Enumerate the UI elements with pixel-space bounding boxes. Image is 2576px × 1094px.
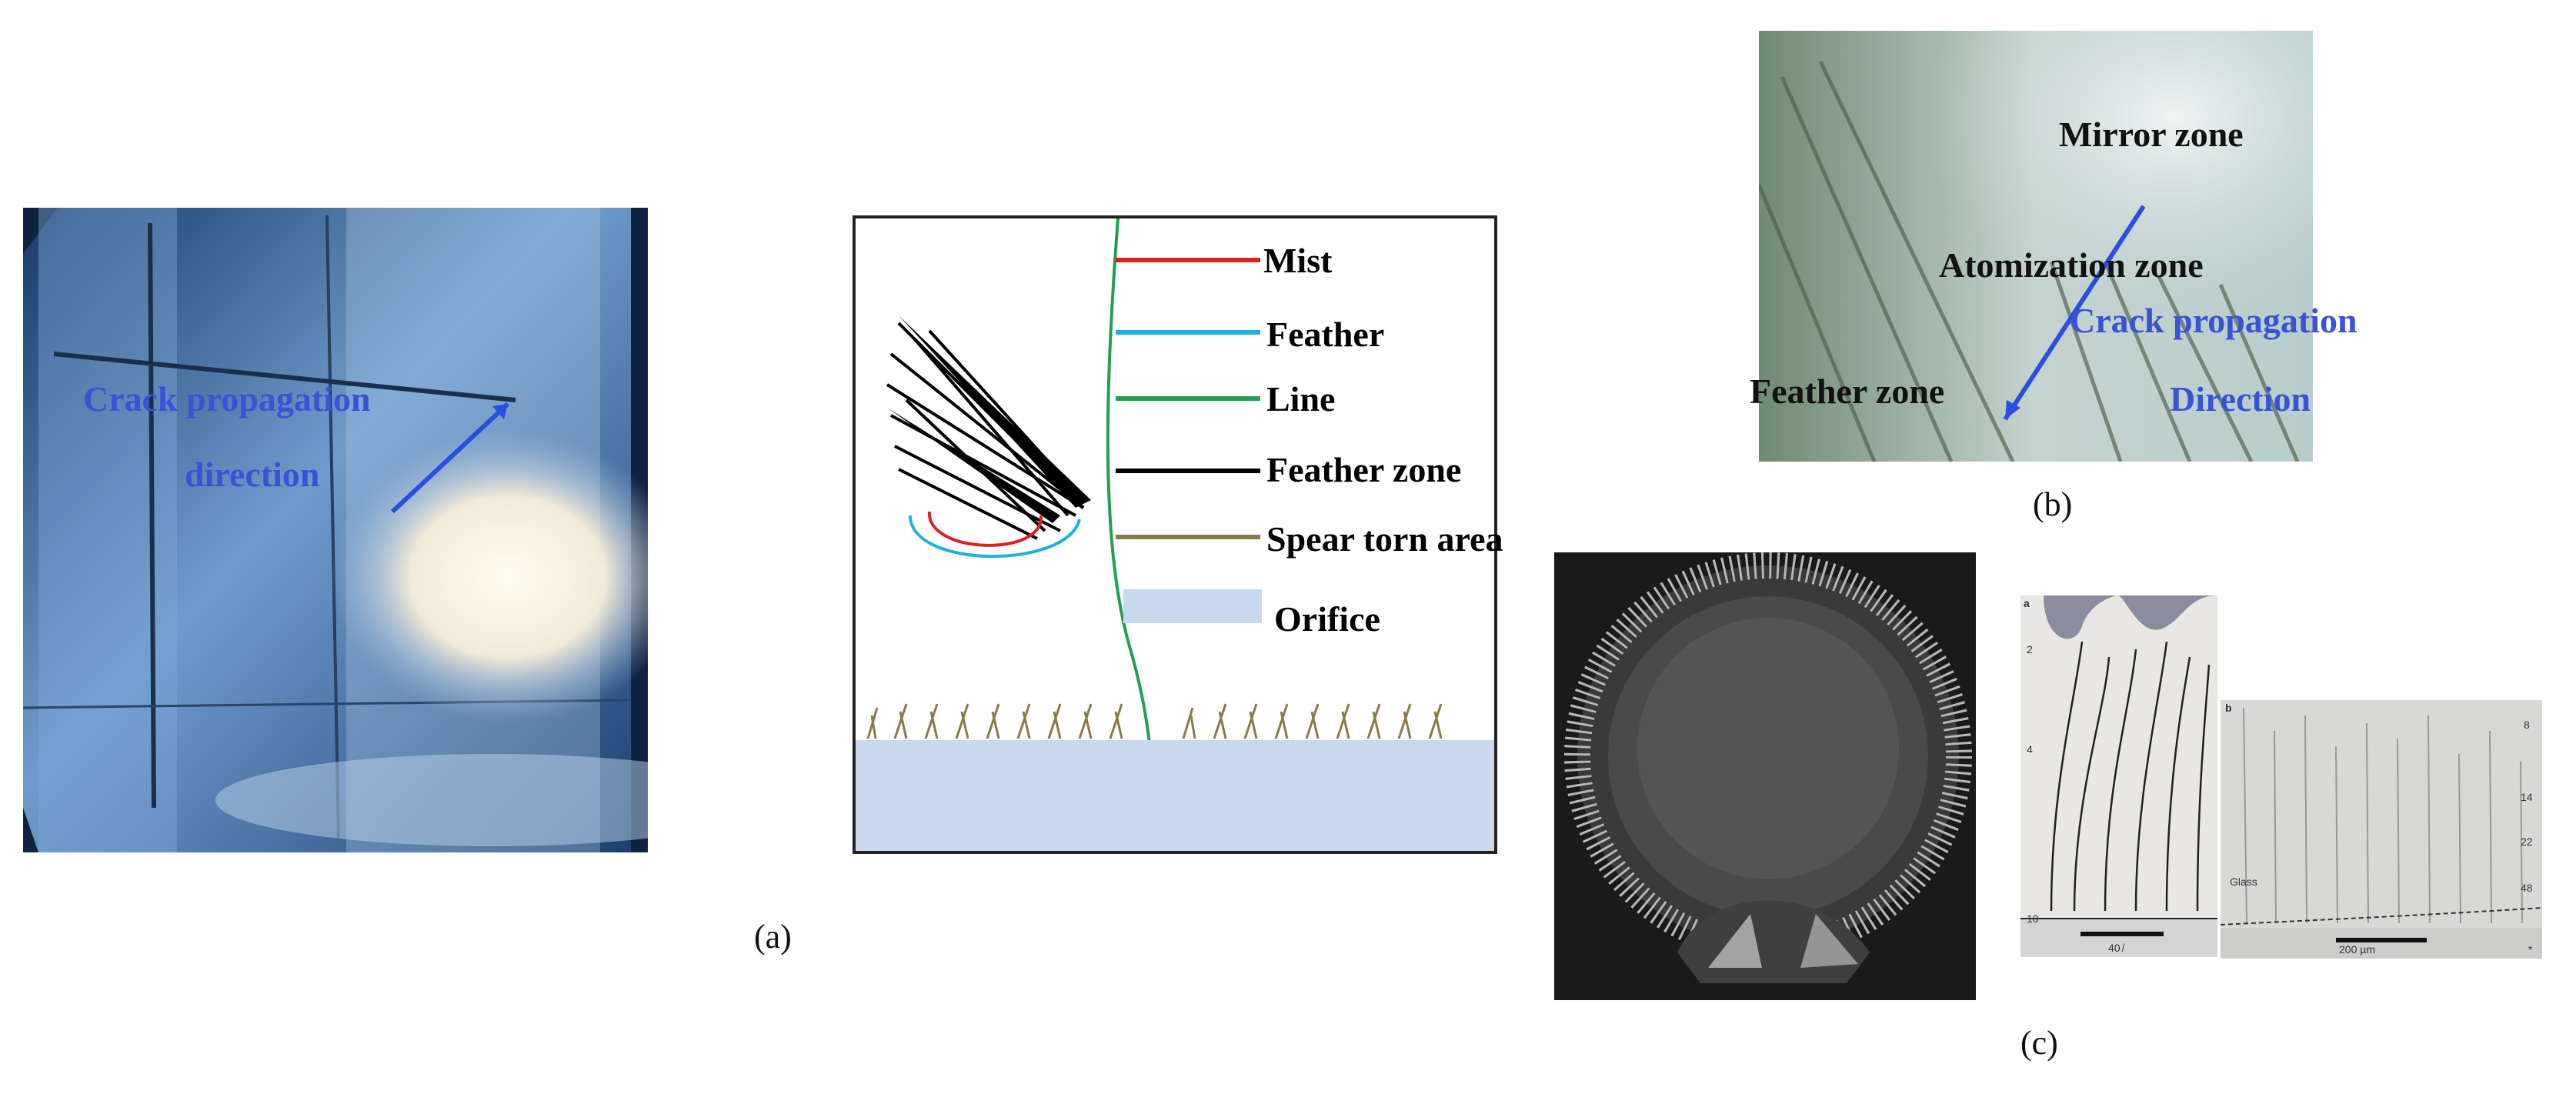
legend-mist: Mist [1263,241,1333,280]
fracture-schematic [853,215,1497,854]
legend-spear-torn-area: Spear torn area [1266,519,1503,559]
tick-b-8: 8 [2524,719,2530,731]
panel-b-letter: b [2225,702,2232,714]
caption-b: (b) [2033,485,2073,523]
crack-propagation-label-left: Crack propagation [83,379,371,419]
legend-line: Line [1266,379,1336,419]
micrograph-panel-b [2220,700,2543,959]
micrograph-panel-a [2020,595,2217,957]
caption-a: (a) [754,918,792,956]
crack-propagation-label-b: Crack propagation [2070,301,2357,340]
legend-feather: Feather [1266,315,1385,354]
asterisk-mark: * [2528,943,2533,956]
tick-b-48: 48 [2521,882,2533,894]
feather-zone-label: Feather zone [1750,372,1945,411]
photo-left-graphic [22,208,769,852]
photo-glass-fracture-left [22,208,769,852]
glass-label: Glass [2230,876,2257,888]
direction-label-left: direction [185,455,320,494]
tick-a-4: 4 [2027,743,2033,755]
direction-label-b: Direction [2170,379,2311,419]
panel-a-letter: a [2024,597,2030,609]
schematic-graphic [853,215,1497,854]
mirror-zone-label: Mirror zone [2059,115,2244,154]
scale-a-label: 40 ̸ [2108,942,2124,954]
tick-a-10: 10 [2027,912,2039,925]
atomization-zone-label: Atomization zone [1939,245,2204,285]
micrograph-circular-graphic [1554,552,1976,1000]
legend-feather-zone: Feather zone [1266,450,1462,489]
micrograph-circular-fracture [1554,552,1976,1000]
photo-fracture-zones-b [1757,31,2313,463]
tick-a-2: 2 [2027,643,2033,655]
photo-b-graphic [1757,31,2313,463]
tick-b-22: 22 [2521,836,2533,848]
caption-c: (c) [2020,1024,2058,1062]
tick-b-14: 14 [2521,791,2533,803]
micrograph-b-graphic [2220,700,2543,959]
scale-b-label: 200 µm [2339,943,2375,956]
micrograph-a-graphic [2020,595,2217,957]
legend-orifice: Orifice [1274,599,1380,639]
